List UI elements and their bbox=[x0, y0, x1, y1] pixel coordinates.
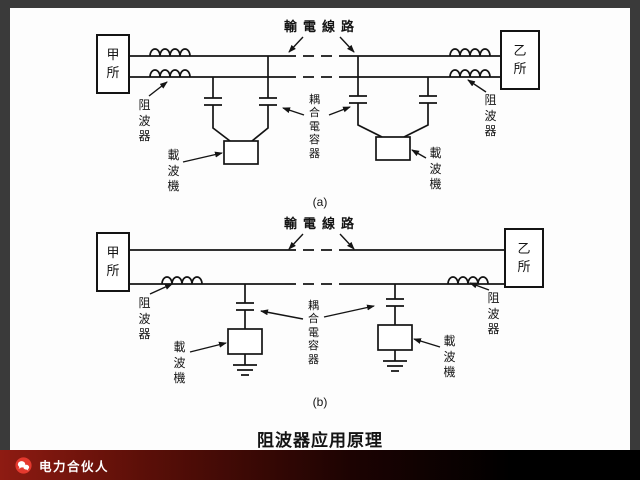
diagram-a bbox=[130, 36, 500, 165]
diagram-b bbox=[130, 233, 504, 376]
carrier-machine-label-a-right: 載波機 bbox=[429, 146, 442, 192]
ground-symbol-b-right bbox=[383, 350, 407, 372]
wave-trap-label-a-right: 阻波器 bbox=[484, 93, 497, 139]
transmission-line-label-a: 輸電線路 bbox=[283, 19, 360, 34]
brand-name: 电力合伙人 bbox=[39, 459, 110, 474]
carrier-machine-label-a-left: 載波機 bbox=[167, 148, 180, 194]
wave-trap-coils-a bbox=[149, 48, 491, 78]
annotation-arrows-a bbox=[148, 36, 487, 163]
station-box-b-left: 甲所 bbox=[96, 232, 130, 292]
sublabel-a: (a) bbox=[312, 195, 328, 209]
carrier-machine-label-b-right: 載波機 bbox=[443, 334, 456, 380]
wave-trap-label-b-right: 阻波器 bbox=[487, 291, 500, 337]
wechat-icon bbox=[15, 456, 32, 474]
carrier-machine-box-a-right bbox=[375, 136, 411, 161]
station-a-right-label: 乙所 bbox=[513, 43, 527, 76]
station-box-a-right: 乙所 bbox=[500, 30, 540, 90]
coupling-capacitor-label-a: 耦合電容器 bbox=[309, 94, 320, 160]
transmission-lines-a bbox=[130, 55, 500, 78]
carrier-machine-label-b-left: 載波機 bbox=[173, 340, 186, 386]
footer-bar: 电力合伙人 bbox=[0, 450, 640, 480]
circuit-diagram bbox=[130, 36, 504, 376]
station-box-a-left: 甲所 bbox=[96, 34, 130, 94]
wave-trap-label-a-left: 阻波器 bbox=[138, 98, 151, 144]
wave-trap-coils-b bbox=[161, 276, 489, 285]
coupling-capacitors-b bbox=[236, 284, 404, 329]
ground-symbol-b-left bbox=[233, 354, 257, 376]
sublabel-b: (b) bbox=[312, 395, 328, 409]
station-b-left-label: 甲所 bbox=[106, 245, 120, 278]
coupling-capacitor-label-b: 耦合電容器 bbox=[308, 300, 319, 366]
carrier-machine-box-a-left bbox=[223, 140, 259, 165]
coupling-capacitors-a bbox=[204, 56, 437, 142]
station-a-left-label: 甲所 bbox=[106, 47, 120, 80]
transmission-lines-b bbox=[130, 249, 504, 285]
annotation-arrows-b bbox=[149, 233, 490, 353]
station-box-b-right: 乙所 bbox=[504, 228, 544, 288]
wave-trap-label-b-left: 阻波器 bbox=[138, 296, 151, 342]
carrier-machine-box-b-right bbox=[377, 324, 413, 351]
transmission-line-label-b: 輸電線路 bbox=[283, 216, 360, 231]
diagram-caption: 阻波器应用原理 bbox=[257, 431, 383, 450]
carrier-machine-box-b-left bbox=[227, 328, 263, 355]
station-b-right-label: 乙所 bbox=[517, 241, 531, 274]
